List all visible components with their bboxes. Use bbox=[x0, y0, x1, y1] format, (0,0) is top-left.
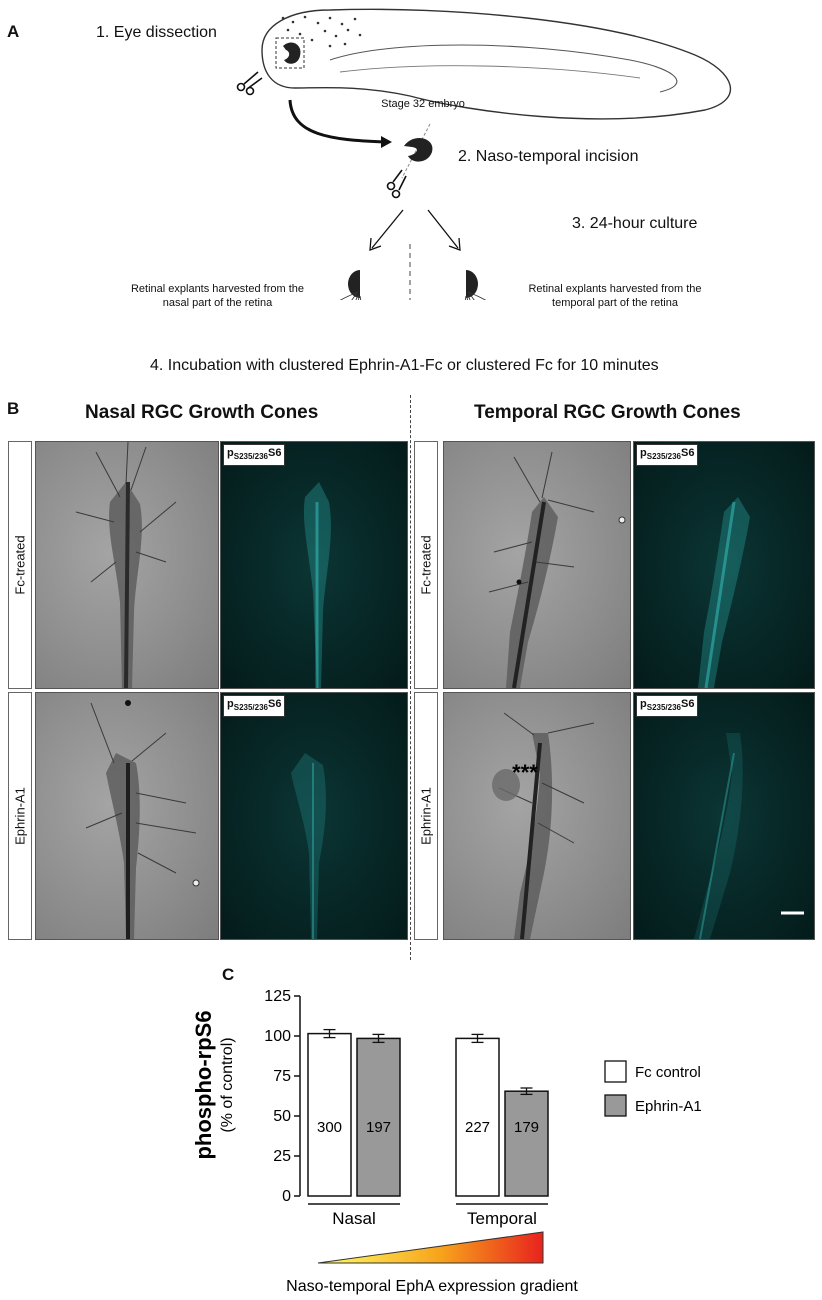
y-axis-subtitle: (% of control) bbox=[219, 1037, 236, 1132]
scissors-icon bbox=[386, 169, 407, 199]
temporal-fc-fluorescence-image: pS235/236S6 bbox=[633, 441, 815, 689]
temporal-fc-phase-image bbox=[443, 441, 631, 689]
y-axis-title: phospho-rpS6 bbox=[191, 1010, 216, 1159]
nasal-explant-caption: Retinal explants harvested from the nasa… bbox=[130, 283, 305, 309]
eye-shape bbox=[283, 42, 301, 64]
stain-label: pS235/236S6 bbox=[223, 444, 286, 467]
temporal-ephrin-fluorescence-image: pS235/236S6 bbox=[633, 692, 815, 940]
legend-swatch bbox=[604, 1094, 627, 1117]
bar-nasal-ephrin bbox=[356, 1037, 401, 1197]
embryo-stage-label: Stage 32 embryo bbox=[381, 98, 465, 110]
temporal-title: Temporal RGC Growth Cones bbox=[474, 402, 741, 423]
legend-swatch bbox=[604, 1060, 627, 1083]
panel-divider bbox=[410, 395, 411, 960]
pigment-dots bbox=[281, 15, 362, 48]
bar-nasal-fc bbox=[307, 1032, 352, 1197]
dissection-schematic bbox=[236, 8, 732, 300]
step-3-label: 3. 24-hour culture bbox=[572, 215, 698, 232]
nasal-title: Nasal RGC Growth Cones bbox=[85, 402, 319, 423]
row-label-ephrin-temporal: Ephrin-A1 bbox=[414, 692, 438, 940]
nasal-ephrin-phase-image bbox=[35, 692, 219, 940]
y-tick-label: 75 bbox=[273, 1068, 291, 1085]
bar-temporal-ephrin bbox=[504, 1090, 549, 1197]
nasal-fc-phase-image bbox=[35, 441, 219, 689]
stain-label: pS235/236S6 bbox=[223, 695, 286, 718]
temporal-ephrin-phase-image bbox=[443, 692, 631, 940]
y-tick-label: 100 bbox=[264, 1028, 291, 1045]
bar-n-label: 197 bbox=[366, 1119, 391, 1136]
dissected-eye bbox=[404, 138, 433, 162]
y-tick-label: 25 bbox=[273, 1148, 291, 1165]
panel-b-letter: B bbox=[7, 399, 20, 418]
stain-label: pS235/236S6 bbox=[636, 444, 699, 467]
row-label-fc-temporal: Fc-treated bbox=[414, 441, 438, 689]
gradient-label: Naso-temporal EphA expression gradient bbox=[286, 1278, 578, 1295]
legend-label: Ephrin-A1 bbox=[635, 1098, 702, 1115]
bar-n-label: 300 bbox=[317, 1119, 342, 1136]
bar-n-label: 179 bbox=[514, 1119, 539, 1136]
y-tick-label: 50 bbox=[273, 1108, 291, 1125]
bar-n-label: 227 bbox=[465, 1119, 490, 1136]
nasal-ephrin-fluorescence-image: pS235/236S6 bbox=[220, 692, 408, 940]
step-1-label: 1. Eye dissection bbox=[96, 24, 217, 41]
legend-label: Fc control bbox=[635, 1064, 701, 1081]
step-4-label: 4. Incubation with clustered Ephrin-A1-F… bbox=[150, 357, 659, 374]
panel-c-letter: C bbox=[222, 965, 235, 984]
temporal-explant-drawing bbox=[464, 270, 487, 300]
category-label: Temporal bbox=[467, 1209, 537, 1228]
nasal-fc-fluorescence-image: pS235/236S6 bbox=[220, 441, 408, 689]
significance-marker: *** bbox=[512, 760, 538, 785]
y-tick-label: 125 bbox=[264, 988, 291, 1005]
y-tick-label: 0 bbox=[282, 1188, 291, 1205]
panel-a-letter: A bbox=[7, 22, 20, 41]
temporal-explant-caption: Retinal explants harvested from the temp… bbox=[528, 283, 702, 309]
nasal-explant-drawing bbox=[339, 270, 362, 300]
expression-gradient bbox=[317, 1231, 544, 1264]
row-label-fc-nasal: Fc-treated bbox=[8, 441, 32, 689]
eye-selection-box bbox=[275, 37, 305, 69]
embryo-body bbox=[261, 8, 732, 120]
stain-label: pS235/236S6 bbox=[636, 695, 699, 718]
bar-temporal-fc bbox=[455, 1037, 500, 1197]
step-2-label: 2. Naso-temporal incision bbox=[458, 148, 639, 165]
row-label-ephrin-nasal: Ephrin-A1 bbox=[8, 692, 32, 940]
category-label: Nasal bbox=[332, 1209, 375, 1228]
scissors-icon bbox=[236, 71, 263, 96]
